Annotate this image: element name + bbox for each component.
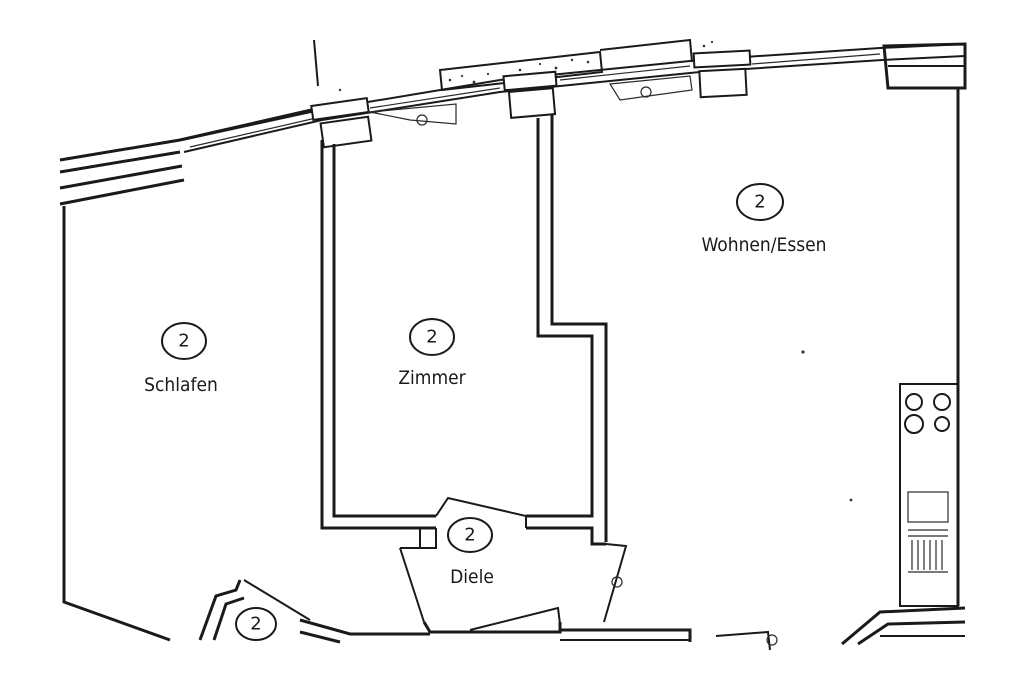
room-number: 2	[426, 327, 437, 348]
kitchen-counter	[899, 383, 959, 607]
paving-texture	[338, 40, 714, 92]
stove-burner-icon	[905, 393, 923, 411]
room-zimmer: 2 Zimmer	[398, 318, 467, 389]
lower-walls	[198, 579, 966, 651]
room-diele: 2 Diele	[447, 517, 494, 588]
stove-burner-icon	[904, 414, 924, 434]
stove-burner-icon	[933, 393, 951, 411]
room-schlafen: 2 Schlafen	[144, 322, 218, 396]
room-label: Wohnen/Essen	[701, 234, 826, 256]
sink-icon	[907, 491, 949, 523]
room-label: Schlafen	[144, 374, 218, 396]
room-number: 2	[754, 192, 765, 213]
room-label: Diele	[450, 566, 494, 588]
room-label: Zimmer	[398, 367, 466, 389]
diele-walls	[399, 496, 628, 634]
room-number: 2	[250, 614, 261, 635]
window-hardware	[369, 75, 693, 126]
stove-burner-icon	[934, 416, 950, 432]
facade-pillars	[310, 49, 752, 149]
zimmer-walls	[320, 114, 608, 549]
room-lower: 2	[235, 607, 277, 641]
room-number: 2	[464, 525, 475, 546]
drainboard-icon	[908, 529, 948, 573]
room-wohnen-essen: 2 Wohnen/Essen	[701, 183, 827, 256]
facade-wall	[59, 38, 967, 206]
room-number: 2	[178, 331, 189, 352]
schlafen-walls	[62, 206, 171, 642]
